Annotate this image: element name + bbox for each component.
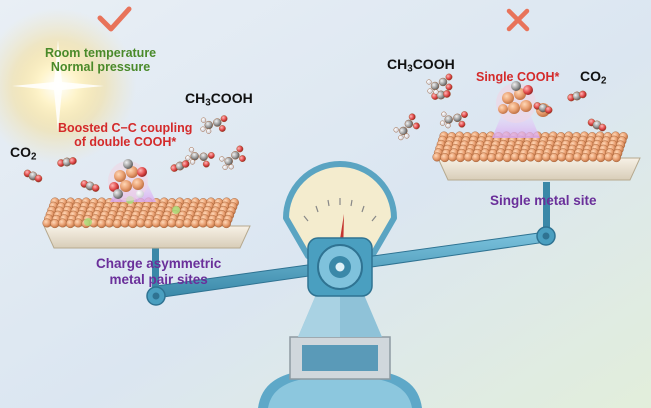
atom [151,218,161,228]
catalyst-slab-right [432,131,628,163]
left-product-label: CH3COOH [185,90,253,109]
atom [112,219,122,229]
atom [487,153,497,163]
left-site-label: Charge asymmetric metal pair sites [96,256,221,287]
left-annotation-line-1: Boosted C−C coupling [58,121,193,135]
atom [104,218,114,228]
atom [572,152,582,162]
catalyst-slab-left [42,197,239,229]
atom [526,152,536,162]
acetic-acid-molecule [393,113,420,141]
acetic-acid-molecule [426,73,453,95]
co2-molecule [587,118,607,132]
atom [73,218,83,228]
atom [42,218,52,228]
left-tray [43,225,251,249]
atom [533,153,543,163]
sun-glow-icon [0,8,136,164]
check-mark-icon [97,6,132,32]
atom [494,152,504,162]
gas-molecules [23,73,607,192]
atom [50,219,60,229]
atom [182,218,192,228]
atom [510,152,520,162]
left-annotation-line-2: of double COOH* [74,135,177,150]
acetic-acid-molecule [185,147,215,168]
co2-molecule [567,90,587,102]
atom [58,218,68,228]
atom [588,152,598,162]
left-reactant-label: CO2 [10,144,37,163]
atom [580,153,590,163]
right-site-label: Single metal site [490,193,597,208]
left-site-line-1: Charge asymmetric [96,256,222,271]
atom [518,153,528,163]
acetic-acid-molecule [219,145,246,170]
atom [565,153,575,163]
atom [596,153,606,163]
condition-line-1: Room temperature [45,46,157,60]
co2-molecule [23,169,43,183]
atom [502,153,512,163]
atom [611,153,621,163]
co2-molecule [533,102,553,114]
atom [159,219,169,229]
atom [120,218,130,228]
right-product-label: CH3COOH [387,56,455,75]
co2-molecule [80,180,100,192]
atom [455,153,465,163]
atom [97,219,107,229]
double-cooh-cluster [108,159,148,201]
co2-molecule [57,157,77,167]
atom [448,152,458,162]
atom [136,218,146,228]
co2-molecule [170,160,190,172]
left-annotation: Boosted C−C coupling of double COOH* [58,121,192,150]
left-site-line-2: metal pair sites [109,271,208,287]
right-reactant-label: CO2 [580,68,607,87]
atom [214,218,224,228]
atom [221,219,231,229]
right-annotation: Single COOH* [476,70,560,84]
atom [557,152,567,162]
atom [143,219,153,229]
atom [128,219,138,229]
condition-label: Room temperature Normal pressure [45,46,156,75]
atom [604,152,614,162]
acetic-acid-molecule [200,115,228,134]
atom [167,218,177,228]
atom [541,152,551,162]
scale-hub [307,237,373,297]
atom [440,153,450,163]
atom [206,219,216,229]
atom [175,219,185,229]
atom [65,219,75,229]
acetic-acid-molecule [439,111,468,129]
atom [432,152,442,162]
atom [549,153,559,163]
condition-line-2: Normal pressure [50,60,151,75]
atom [198,218,208,228]
atom [190,219,200,229]
gauge-dial [283,161,397,259]
atom [471,153,481,163]
atom [479,152,489,162]
atom [463,152,473,162]
cross-mark-icon [506,8,530,32]
